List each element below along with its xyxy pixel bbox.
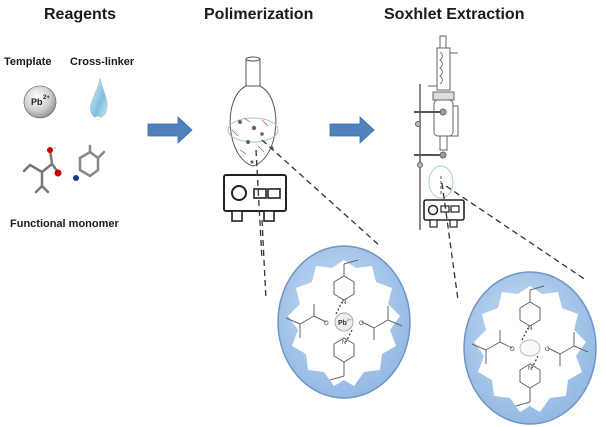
nitrogen-label-bottom: N <box>342 340 346 346</box>
soxhlet-extraction-title: Soxhlet Extraction <box>384 6 525 23</box>
nitrogen-label-top: N <box>528 326 532 332</box>
oxygen-label-right: O <box>359 321 364 327</box>
template-label: Template <box>4 56 52 68</box>
reagents-title: Reagents <box>44 6 117 23</box>
polimerization-title: Polimerization <box>204 6 314 23</box>
soxhlet-hot-plate <box>423 199 465 228</box>
oxygen-label-left: O <box>324 321 329 327</box>
reaction-flask <box>227 56 279 167</box>
pb-symbol: Pb <box>31 97 43 107</box>
cross-linker-drop-icon <box>90 77 108 120</box>
methacrylic-acid-molecule <box>22 146 62 194</box>
pb-ion-sphere: Pb 2+ <box>23 85 57 119</box>
cross-linker-label: Cross-linker <box>70 56 135 68</box>
functional-monomer-label: Functional monomer <box>10 218 119 230</box>
nitrogen-label-top: N <box>342 300 346 306</box>
complex-metal-charge: 2+ <box>347 317 352 322</box>
arrow-polimerization-to-soxhlet <box>329 116 375 144</box>
oxygen-label-left: O <box>510 347 515 353</box>
imprinted-cavity-empty: O O N N <box>463 271 597 425</box>
nitrogen-label-bottom: N <box>528 366 532 372</box>
arrow-reagents-to-polimerization <box>147 116 193 144</box>
hot-plate-stirrer <box>223 174 287 222</box>
complex-metal-symbol: Pb <box>338 320 347 327</box>
zoom-indicator-lines <box>255 139 587 301</box>
soxhlet-apparatus <box>414 35 459 230</box>
imprinted-cavity-with-template: Pb 2+ O O N N <box>277 245 411 399</box>
oxygen-label-right: O <box>545 347 550 353</box>
vinylpyridine-molecule <box>73 144 106 181</box>
pb-charge: 2+ <box>43 95 50 101</box>
